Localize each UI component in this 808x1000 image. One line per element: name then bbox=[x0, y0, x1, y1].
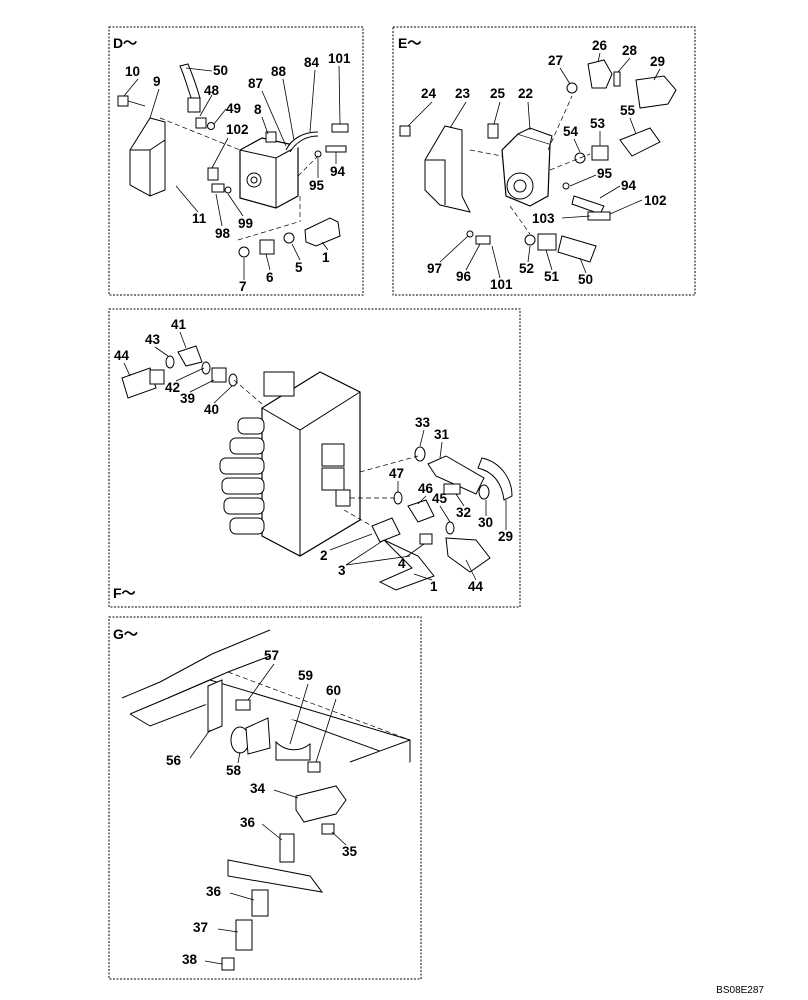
callout: 95 bbox=[309, 178, 325, 193]
callout: 46 bbox=[418, 481, 434, 496]
callout: 97 bbox=[427, 261, 442, 276]
callout: 52 bbox=[519, 261, 534, 276]
callout: 47 bbox=[389, 466, 404, 481]
callout: 41 bbox=[171, 317, 187, 332]
panel-g-frame bbox=[108, 616, 422, 980]
callout: 1 bbox=[322, 250, 330, 265]
callout: 11 bbox=[192, 211, 207, 226]
callout: 50 bbox=[578, 272, 593, 287]
callout: 60 bbox=[326, 683, 341, 698]
panel-d-callouts: 10 9 50 48 49 87 88 84 101 8 102 95 94 1… bbox=[123, 51, 351, 294]
callout: 26 bbox=[592, 38, 608, 53]
callout: 25 bbox=[490, 86, 506, 101]
callout: 34 bbox=[250, 781, 266, 796]
callout: 48 bbox=[204, 83, 220, 98]
callout: 1 bbox=[430, 579, 438, 594]
callout: 30 bbox=[478, 515, 493, 530]
panel-e-frame bbox=[392, 26, 696, 296]
callout: 4 bbox=[398, 556, 406, 571]
callout: 98 bbox=[215, 226, 231, 241]
callout: 42 bbox=[165, 380, 180, 395]
callout: 88 bbox=[271, 64, 287, 79]
callout: 31 bbox=[434, 427, 450, 442]
callout: 7 bbox=[239, 279, 247, 294]
callout: 44 bbox=[114, 348, 130, 363]
panel-e-drawing bbox=[399, 59, 677, 263]
panel-f-callouts: 41 43 44 42 39 40 33 31 47 46 32 30 29 4… bbox=[114, 317, 513, 594]
callout: 40 bbox=[204, 402, 219, 417]
callout: 2 bbox=[320, 548, 328, 563]
callout: 3 bbox=[338, 563, 346, 578]
callout: 28 bbox=[622, 43, 638, 58]
callout: 53 bbox=[590, 116, 606, 131]
callout: 45 bbox=[432, 491, 448, 506]
callout: 49 bbox=[226, 101, 241, 116]
callout: 101 bbox=[490, 277, 513, 292]
callout: 56 bbox=[166, 753, 182, 768]
callout: 95 bbox=[597, 166, 613, 181]
callout: 6 bbox=[266, 270, 274, 285]
callout: 54 bbox=[563, 124, 579, 139]
callout: 96 bbox=[456, 269, 472, 284]
callout: 94 bbox=[621, 178, 637, 193]
callout: 35 bbox=[342, 844, 358, 859]
callout: 94 bbox=[330, 164, 346, 179]
panel-f-label: F～ bbox=[113, 585, 136, 601]
panel-d-label: D～ bbox=[113, 35, 137, 51]
callout: 39 bbox=[180, 391, 195, 406]
callout: 59 bbox=[298, 668, 313, 683]
callout: 50 bbox=[213, 63, 228, 78]
callout: 36 bbox=[240, 815, 256, 830]
callout: 101 bbox=[328, 51, 351, 66]
callout: 43 bbox=[145, 332, 161, 347]
callout: 84 bbox=[304, 55, 320, 70]
callout: 9 bbox=[153, 74, 161, 89]
panel-f-drawing bbox=[121, 345, 513, 591]
callout: 29 bbox=[498, 529, 513, 544]
callout: 57 bbox=[264, 648, 279, 663]
callout: 36 bbox=[206, 884, 222, 899]
panel-g-drawing bbox=[121, 629, 411, 971]
panel-d-frame bbox=[108, 26, 364, 296]
callout: 44 bbox=[468, 579, 484, 594]
callout: 23 bbox=[455, 86, 471, 101]
callout: 102 bbox=[644, 193, 667, 208]
panel-f-frame bbox=[108, 308, 521, 608]
panel-g-label: G～ bbox=[113, 626, 138, 642]
callout: 58 bbox=[226, 763, 242, 778]
callout: 27 bbox=[548, 53, 563, 68]
panel-e-label: E～ bbox=[398, 35, 421, 51]
callout: 99 bbox=[238, 216, 253, 231]
callout: 33 bbox=[415, 415, 431, 430]
callout: 51 bbox=[544, 269, 560, 284]
callout: 32 bbox=[456, 505, 471, 520]
callout: 10 bbox=[125, 64, 140, 79]
callout: 55 bbox=[620, 103, 636, 118]
callout: 38 bbox=[182, 952, 198, 967]
callout: 8 bbox=[254, 102, 262, 117]
callout: 5 bbox=[295, 260, 303, 275]
document-id: BS08E287 bbox=[716, 985, 764, 996]
callout: 102 bbox=[226, 122, 249, 137]
callout: 103 bbox=[532, 211, 555, 226]
callout: 87 bbox=[248, 76, 263, 91]
callout: 37 bbox=[193, 920, 208, 935]
panel-g-callouts: 57 59 60 56 58 34 36 35 36 37 38 bbox=[166, 648, 358, 967]
callout: 24 bbox=[421, 86, 437, 101]
callout: 29 bbox=[650, 54, 665, 69]
callout: 22 bbox=[518, 86, 533, 101]
panel-e-callouts: 27 26 28 29 24 23 25 22 54 53 55 95 94 1… bbox=[407, 38, 667, 292]
